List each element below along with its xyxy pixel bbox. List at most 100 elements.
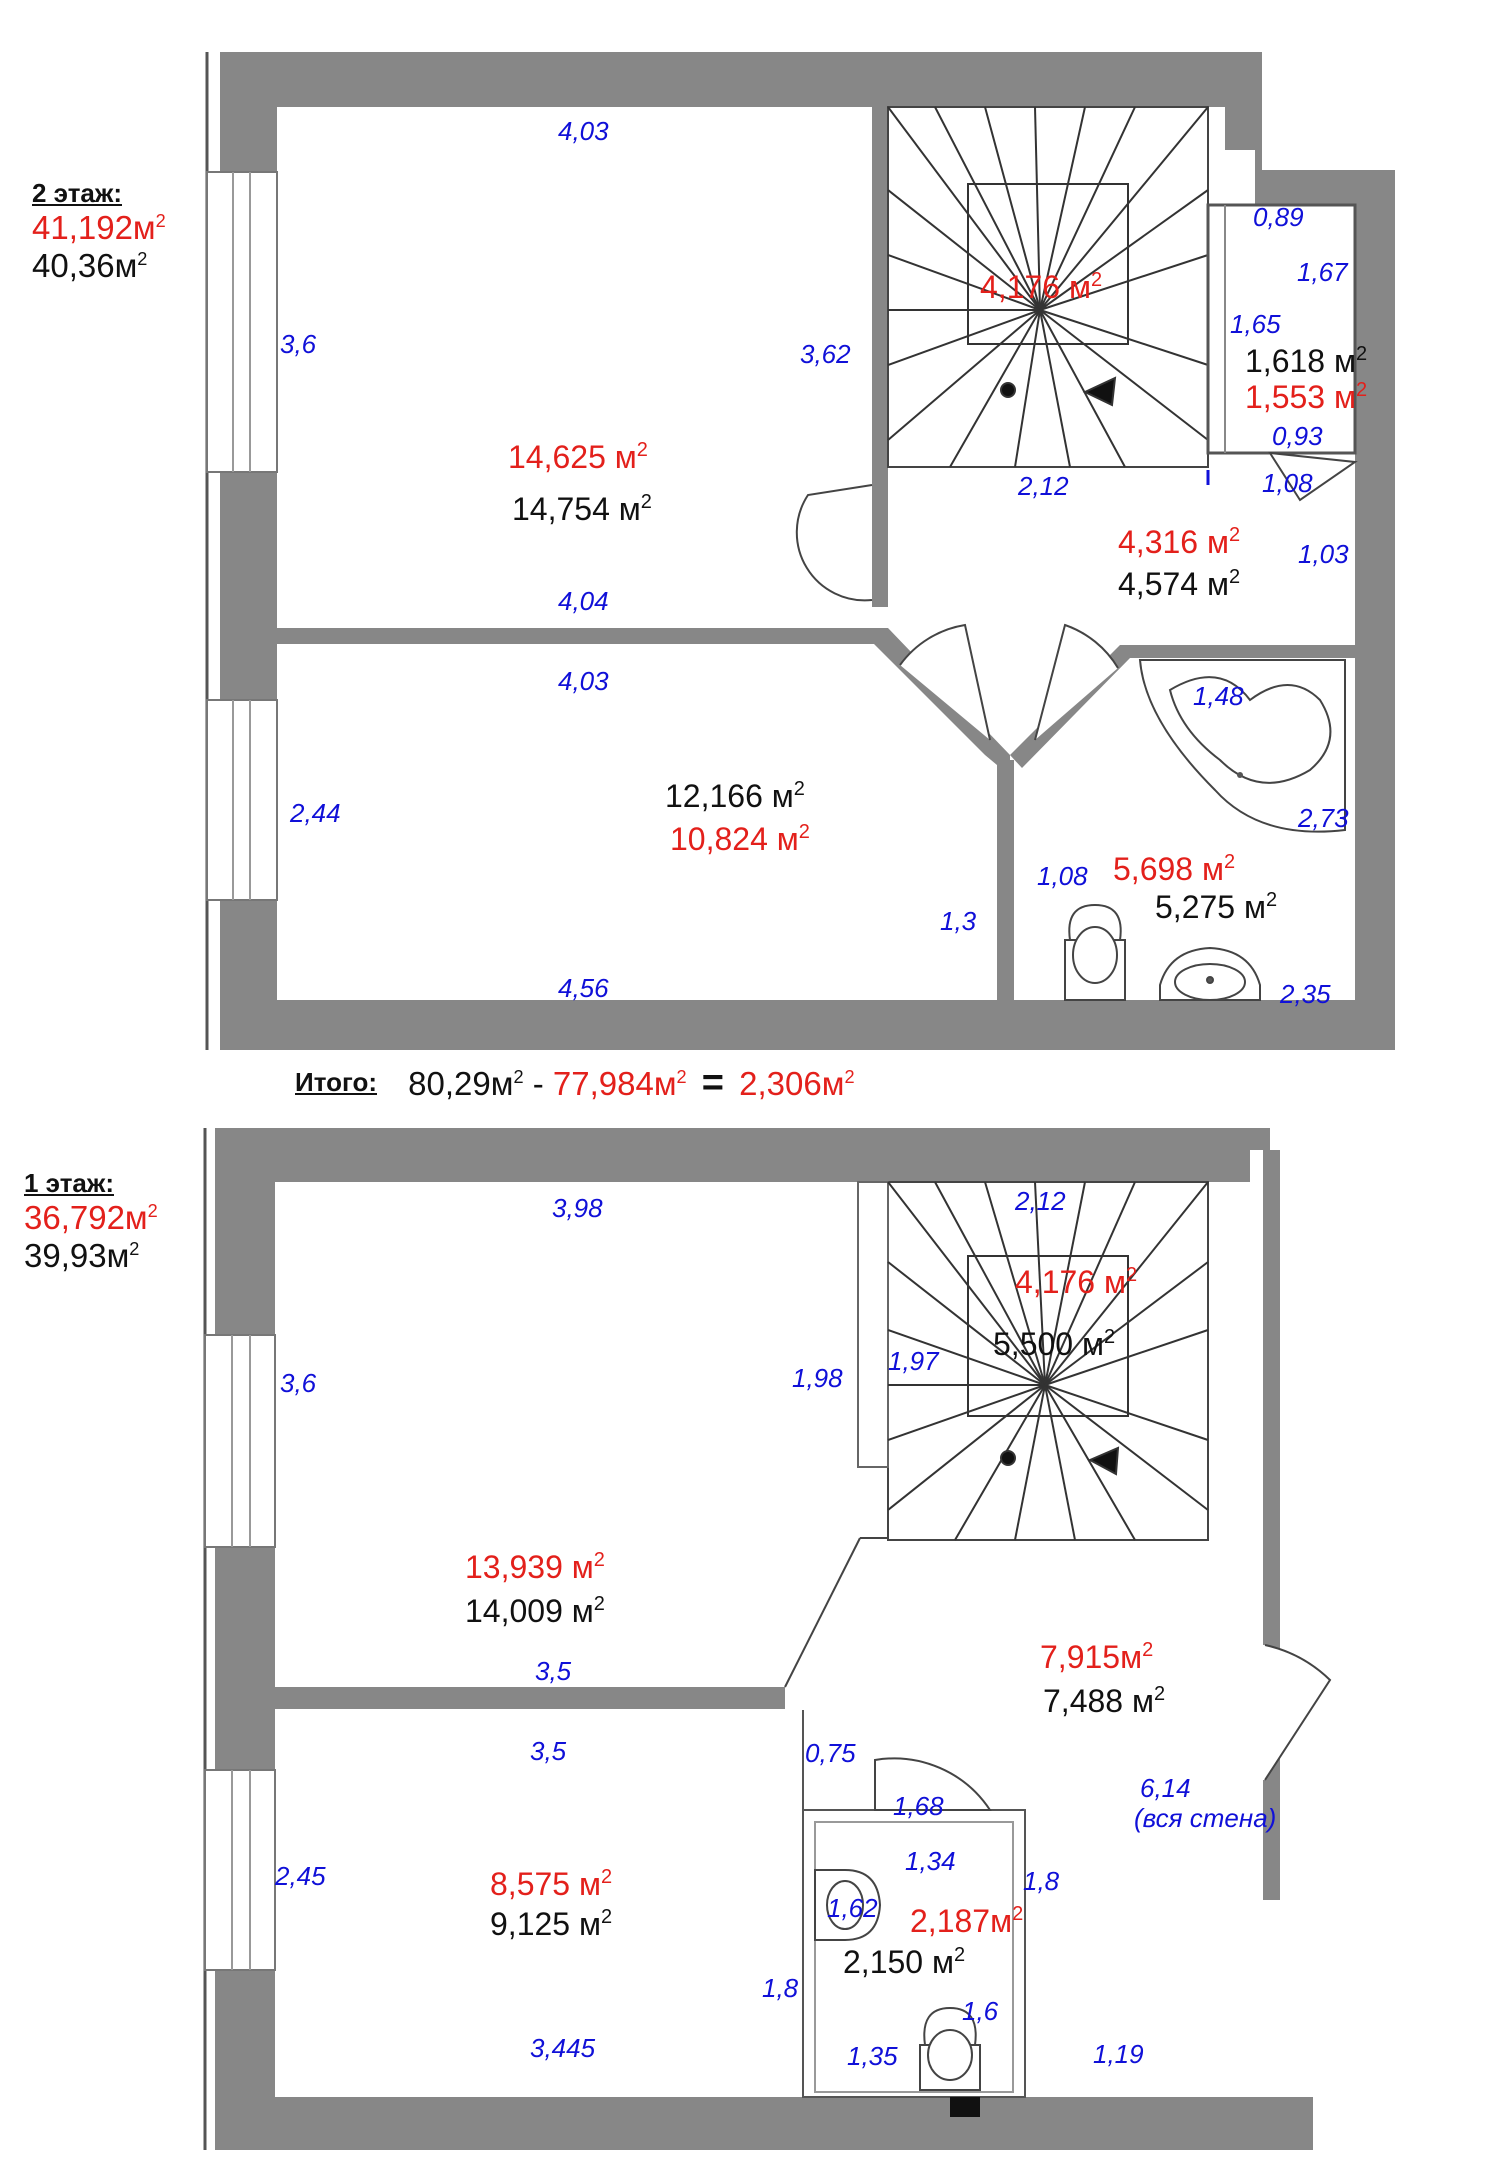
floor2-room-0-black: 14,754 м2 xyxy=(512,491,652,527)
floor1-window-bottom xyxy=(204,1769,276,1971)
floor2-dim-12: 0,93 xyxy=(1272,421,1323,451)
total-title: Итого: xyxy=(295,1067,377,1097)
floor2-dim-4: 4,03 xyxy=(558,666,609,696)
floor1-toilet xyxy=(919,2006,981,2091)
floor1-entrance-door xyxy=(1210,1644,1332,1781)
floor2-room-5-red: 5,698 м2 xyxy=(1113,851,1235,887)
floor1-dim-16: 1,35 xyxy=(847,2041,898,2071)
floor1-dim-12: 1,62 xyxy=(827,1893,878,1923)
floor2-dim-15: 1,48 xyxy=(1193,681,1244,711)
total-c: 2,306м2 xyxy=(739,1065,855,1102)
floor1-dim-11: 1,34 xyxy=(905,1846,956,1876)
floor1-dim-18: 6,14 xyxy=(1140,1773,1191,1803)
floor1-area-red: 36,792м2 xyxy=(24,1199,158,1236)
floor2-dim-7: 1,3 xyxy=(940,906,977,936)
floor2-wall-horizontal xyxy=(277,628,875,644)
floor1-dim-4: 2,12 xyxy=(1014,1186,1066,1216)
floor1-stairs xyxy=(857,1181,1209,1541)
floor1-summary: 1 этаж: 36,792м2 39,93м2 xyxy=(24,1168,158,1275)
floor1-plan xyxy=(203,1128,1332,2150)
floor1-dim-17: 1,19 xyxy=(1093,2039,1144,2069)
floor2-dim-2: 3,62 xyxy=(800,339,851,369)
floor2-door-right xyxy=(1034,623,1119,741)
floor2-summary: 2 этаж: 41,192м2 40,36м2 xyxy=(32,178,166,285)
floor1-vent xyxy=(950,2097,980,2117)
floor2-dim-6: 4,56 xyxy=(558,973,609,1003)
floor1-dim-10: 1,68 xyxy=(893,1791,944,1821)
total-a: 80,29м2 xyxy=(408,1065,524,1102)
floor1-room-1-black: 9,125 м2 xyxy=(490,1906,612,1942)
floor1-dim-7: 2,45 xyxy=(274,1861,326,1891)
floor1-sink xyxy=(814,1869,882,1941)
floor2-room-2-red: 4,176 м2 xyxy=(980,269,1102,305)
floor2-dim-17: 1,08 xyxy=(1037,861,1088,891)
total-minus: - xyxy=(532,1065,544,1102)
floor2-room-0-red: 14,625 м2 xyxy=(508,439,648,475)
floor1-area-black: 39,93м2 xyxy=(24,1237,140,1274)
floor2-room-3-red: 1,553 м2 xyxy=(1245,379,1367,415)
floor2-room-1-black: 12,166 м2 xyxy=(665,778,805,814)
floor1-dim-5: 3,5 xyxy=(535,1656,572,1686)
floor1-dim-6: 3,5 xyxy=(530,1736,567,1766)
floor1-dim-0: 3,98 xyxy=(552,1193,603,1223)
floor2-room-4-red: 4,316 м2 xyxy=(1118,524,1240,560)
floor2-wall-bath-left xyxy=(1000,760,1014,1000)
floor2-door-left xyxy=(899,623,991,741)
floor2-plan xyxy=(205,52,1395,1050)
floor2-dim-13: 1,08 xyxy=(1262,468,1313,498)
floor2-dim-1: 3,6 xyxy=(280,329,317,359)
floor2-dim-16: 2,73 xyxy=(1297,803,1349,833)
floor1-title: 1 этаж: xyxy=(24,1168,114,1198)
floor2-dim-8: 2,12 xyxy=(1017,471,1069,501)
floor2-window-bottom xyxy=(206,699,278,901)
floor1-room-0-black: 14,009 м2 xyxy=(465,1593,605,1629)
floor1-dim-13: 1,8 xyxy=(1023,1866,1060,1896)
floor2-window-top xyxy=(206,171,278,473)
floor2-sink xyxy=(1159,946,1261,1001)
floor1-room-areas: 13,939 м2 14,009 м2 8,575 м2 9,125 м2 4,176 … xyxy=(465,1264,1165,1980)
floor2-dim-3: 4,04 xyxy=(558,586,609,616)
floor1-door-bathroom xyxy=(874,1757,992,1811)
floor1-room-3-black: 7,488 м2 xyxy=(1043,1683,1165,1719)
floor1-room-4-black: 2,150 м2 xyxy=(843,1944,965,1980)
floor2-room-areas: 14,625 м2 14,754 м2 10,824 м2 12,166 м2 4,17… xyxy=(508,269,1367,925)
floor1-room-1-red: 8,575 м2 xyxy=(490,1866,612,1902)
floor1-room-2-red: 4,176 м2 xyxy=(1015,1264,1137,1300)
floor2-dim-18: 2,35 xyxy=(1279,979,1331,1009)
floor2-dim-10: 1,67 xyxy=(1297,257,1349,287)
floor1-diagonal-line xyxy=(784,1537,861,1688)
floor1-room-0-red: 13,939 м2 xyxy=(465,1549,605,1585)
floor2-dimensions: 4,03 3,6 3,62 4,04 4,03 2,44 4,56 1,3 2,12 0,89 1,… xyxy=(280,116,1349,1009)
floor2-title: 2 этаж: xyxy=(32,178,122,208)
floor1-dimensions: 3,98 3,6 1,98 1,97 2,12 3,5 3,5 2,45 3,445 0,75 1,… xyxy=(274,1186,1276,2071)
floor2-room-5-black: 5,275 м2 xyxy=(1155,889,1277,925)
floor1-dim-2: 1,98 xyxy=(792,1363,843,1393)
total-b: 77,984м2 xyxy=(552,1065,687,1102)
floor2-area-black: 40,36м2 xyxy=(32,247,148,284)
floor1-dim-15: 1,6 xyxy=(962,1996,999,2026)
floor1-dim-9: 0,75 xyxy=(805,1738,856,1768)
floor2-dim-14: 1,03 xyxy=(1298,539,1349,569)
floor2-toilet xyxy=(1064,903,1126,1001)
floor2-wall-stair-left xyxy=(872,107,888,607)
floor2-room-1-red: 10,824 м2 xyxy=(670,821,810,857)
floor1-dim-19: (вся стена) xyxy=(1134,1803,1276,1833)
floor2-dim-0: 4,03 xyxy=(558,116,609,146)
floor2-dim-11: 1,65 xyxy=(1230,309,1281,339)
floor1-window-top xyxy=(204,1334,276,1548)
floor1-dim-14: 1,8 xyxy=(762,1973,799,2003)
floor2-dim-9: 0,89 xyxy=(1253,202,1304,232)
total-line: Итого: 80,29м2 - 77,984м2 = 2,306м2 xyxy=(295,1062,855,1105)
floor2-closet xyxy=(1206,203,1357,455)
floor2-dim-5: 2,44 xyxy=(289,798,341,828)
floor2-door-closet xyxy=(1268,451,1358,502)
floor1-dim-3: 1,97 xyxy=(888,1346,940,1376)
floor2-door-bedroom xyxy=(795,484,873,602)
floor1-room-3-red: 7,915м2 xyxy=(1040,1639,1153,1675)
floor2-stairs xyxy=(887,106,1209,468)
floor1-dim-1: 3,6 xyxy=(280,1368,317,1398)
floor1-dim-8: 3,445 xyxy=(530,2033,596,2063)
floor2-room-3-black: 1,618 м2 xyxy=(1245,343,1367,379)
floor1-room-4-red: 2,187м2 xyxy=(910,1903,1023,1939)
